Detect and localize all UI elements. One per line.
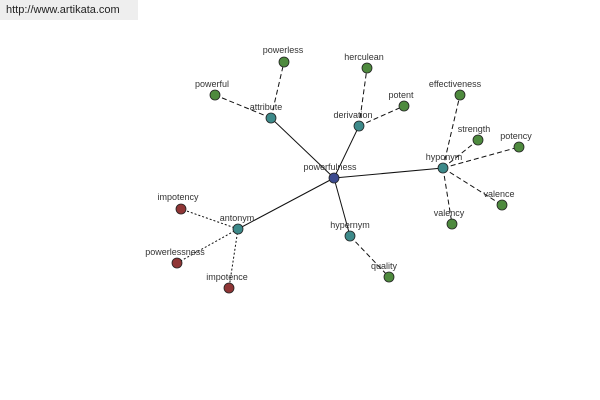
node-valence[interactable] [496,199,508,211]
edge-antonym-impotence [228,228,239,289]
node-powerlessness[interactable] [171,257,183,269]
graph-edges [176,61,520,289]
label-attribute[interactable]: attribute [250,102,283,112]
edge-derivation-herculean [358,67,368,127]
node-hypernym[interactable] [344,230,356,242]
label-effectiveness[interactable]: effectiveness [429,79,482,89]
node-strength[interactable] [472,134,484,146]
node-hyponym[interactable] [437,162,449,174]
edge-hyponym-potency [442,146,520,169]
graph-labels: powerfulness attribute derivation hyponym hy… [145,45,532,282]
node-antonym[interactable] [232,223,244,235]
label-potent[interactable]: potent [388,90,414,100]
node-valency[interactable] [446,218,458,230]
edge-antonym-powerlessness [176,228,239,264]
node-derivation[interactable] [353,120,365,132]
node-quality[interactable] [383,271,395,283]
label-powerlessness[interactable]: powerlessness [145,247,205,257]
node-impotency[interactable] [175,203,187,215]
label-hypernym[interactable]: hypernym [330,220,370,230]
edge-attribute-powerful [214,94,272,119]
edge-powerfulness-attribute [270,117,335,179]
label-quality[interactable]: quality [371,261,398,271]
label-powerless[interactable]: powerless [263,45,304,55]
edge-hyponym-effectiveness [442,94,461,169]
label-strength[interactable]: strength [458,124,491,134]
node-powerful[interactable] [209,89,221,101]
label-antonym[interactable]: antonym [220,213,255,223]
label-impotency[interactable]: impotency [157,192,199,202]
edge-hypernym-quality [349,235,390,278]
label-powerfulness[interactable]: powerfulness [303,162,357,172]
node-attribute[interactable] [265,112,277,124]
node-effectiveness[interactable] [454,89,466,101]
edge-powerfulness-hyponym [333,167,444,179]
node-herculean[interactable] [361,62,373,74]
label-impotence[interactable]: impotence [206,272,248,282]
node-potency[interactable] [513,141,525,153]
label-valence[interactable]: valence [483,189,514,199]
label-derivation[interactable]: derivation [333,110,372,120]
url-banner[interactable]: http://www.artikata.com [0,0,138,20]
label-hyponym[interactable]: hyponym [426,152,463,162]
edge-powerfulness-antonym [237,177,335,230]
node-impotence[interactable] [223,282,235,294]
edge-derivation-potent [358,105,405,127]
label-herculean[interactable]: herculean [344,52,384,62]
node-powerfulness[interactable] [328,172,340,184]
edge-powerfulness-derivation [333,125,360,179]
label-potency[interactable]: potency [500,131,532,141]
node-potent[interactable] [398,100,410,112]
node-powerless[interactable] [278,56,290,68]
label-valency[interactable]: valency [434,208,465,218]
edge-attribute-powerless [270,61,285,119]
edge-hyponym-valence [442,167,503,206]
graph-nodes [171,56,525,294]
edge-powerfulness-hypernym [333,177,351,237]
label-powerful[interactable]: powerful [195,79,229,89]
edge-hyponym-valency [442,167,453,225]
